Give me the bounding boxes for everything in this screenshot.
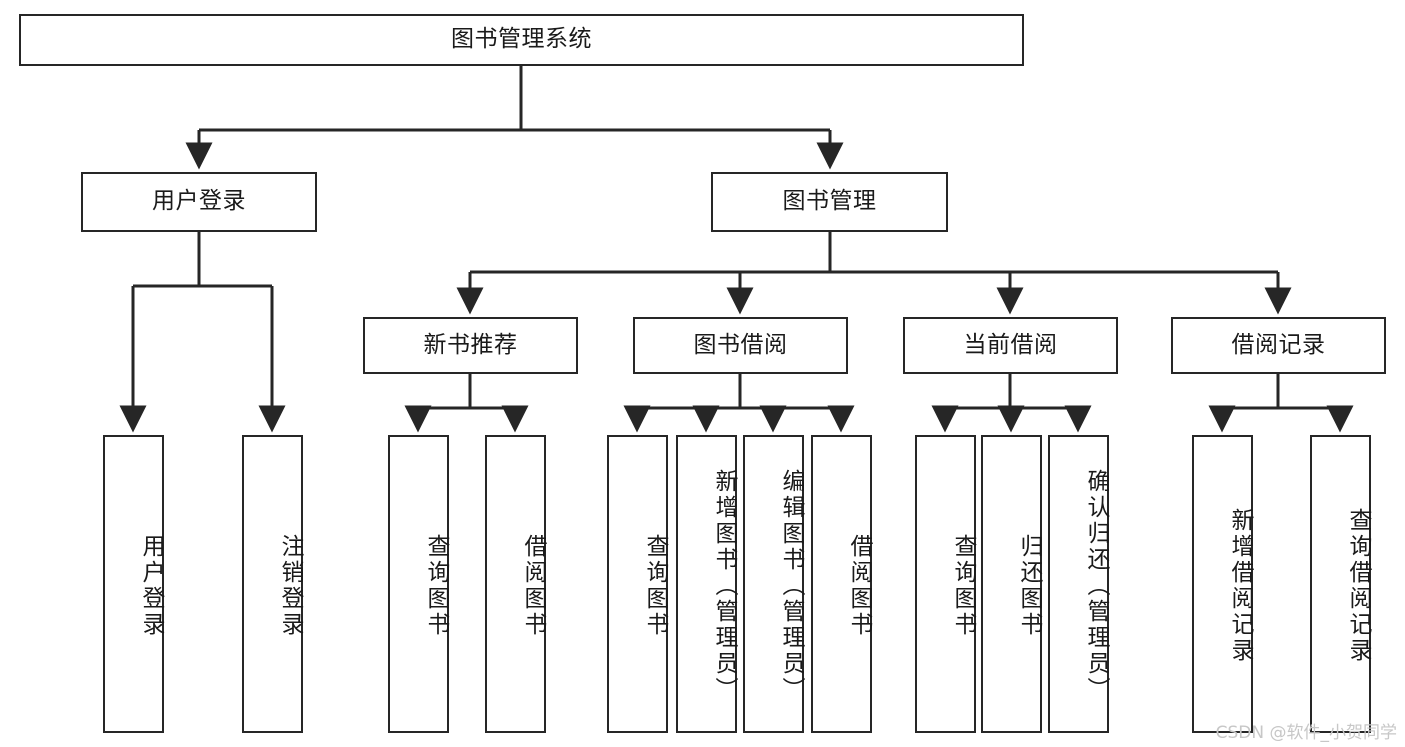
leaf-confirm-return-label: 确认归还（管理员） [1083,469,1109,703]
leaf-return-book[interactable]: 归还图书 [981,435,1042,733]
leaf-query-book-2[interactable]: 查询图书 [607,435,668,733]
watermark-text: CSDN @软件_小贺同学 [1215,723,1397,743]
leaf-borrow-book-2[interactable]: 借阅图书 [811,435,872,733]
node-borrow-record-label: 借阅记录 [1231,331,1326,358]
node-book-borrow-label: 图书借阅 [693,331,788,358]
leaf-user-logout[interactable]: 注销登录 [242,435,303,733]
leaf-borrow-book-1-label: 借阅图书 [520,534,546,638]
node-book-manage[interactable]: 图书管理 [711,172,948,232]
node-current-borrow-label: 当前借阅 [963,331,1058,358]
leaf-query-book-1[interactable]: 查询图书 [388,435,449,733]
leaf-borrow-book-2-label: 借阅图书 [846,534,872,638]
node-user-login-label: 用户登录 [152,188,246,215]
node-new-book-rec-label: 新书推荐 [423,331,518,358]
node-user-login[interactable]: 用户登录 [81,172,317,232]
leaf-confirm-return[interactable]: 确认归还（管理员） [1048,435,1109,733]
leaf-query-record-label: 查询借阅记录 [1345,508,1371,664]
leaf-edit-book-label: 编辑图书（管理员） [778,469,804,703]
leaf-add-book[interactable]: 新增图书（管理员） [676,435,737,733]
node-borrow-record[interactable]: 借阅记录 [1171,317,1386,374]
node-new-book-rec[interactable]: 新书推荐 [363,317,578,374]
leaf-query-book-3-label: 查询图书 [950,534,976,638]
leaf-user-login-label: 用户登录 [138,534,164,638]
leaf-query-book-1-label: 查询图书 [423,534,449,638]
leaf-edit-book[interactable]: 编辑图书（管理员） [743,435,804,733]
leaf-return-book-label: 归还图书 [1016,534,1042,638]
leaf-user-logout-label: 注销登录 [277,534,303,638]
leaf-borrow-book-1[interactable]: 借阅图书 [485,435,546,733]
node-book-manage-label: 图书管理 [782,188,877,215]
leaf-add-record[interactable]: 新增借阅记录 [1192,435,1253,733]
leaf-add-book-label: 新增图书（管理员） [711,469,737,703]
node-root-label: 图书管理系统 [451,26,592,53]
leaf-add-record-label: 新增借阅记录 [1227,508,1253,664]
node-current-borrow[interactable]: 当前借阅 [903,317,1118,374]
node-root[interactable]: 图书管理系统 [19,14,1024,66]
node-book-borrow[interactable]: 图书借阅 [633,317,848,374]
leaf-query-book-2-label: 查询图书 [642,534,668,638]
leaf-user-login[interactable]: 用户登录 [103,435,164,733]
leaf-query-book-3[interactable]: 查询图书 [915,435,976,733]
leaf-query-record[interactable]: 查询借阅记录 [1310,435,1371,733]
